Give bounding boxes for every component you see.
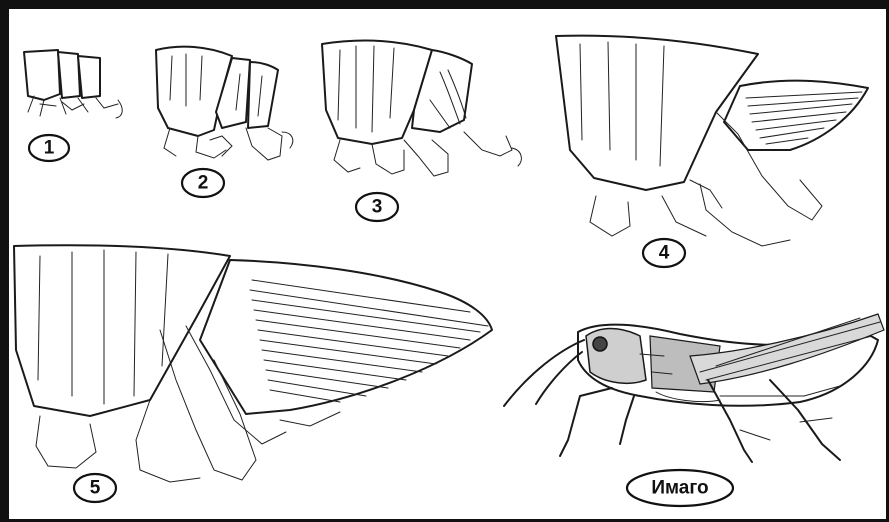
stage-5-label-text: 5 xyxy=(90,478,101,499)
stage-4-label-text: 4 xyxy=(659,243,670,264)
stage-4-label: 4 xyxy=(643,239,685,267)
stage-5-drawing xyxy=(14,245,492,482)
adult-label-text: Имаго xyxy=(651,478,708,499)
stage-2-label-text: 2 xyxy=(198,173,209,194)
adult-label: Имаго xyxy=(627,470,733,506)
stage-4-drawing xyxy=(556,36,868,246)
stage-3-label: 3 xyxy=(356,193,398,221)
stage-3-label-text: 3 xyxy=(372,197,383,218)
stage-2-label: 2 xyxy=(182,169,224,197)
stage-1-label-text: 1 xyxy=(44,138,55,159)
adult-grasshopper-drawing xyxy=(504,314,884,462)
stage-1-label: 1 xyxy=(29,135,69,161)
stage-1-drawing xyxy=(24,50,122,118)
stage-3-drawing xyxy=(322,41,521,176)
stage-5-label: 5 xyxy=(74,474,116,502)
stage-2-drawing xyxy=(156,47,293,160)
